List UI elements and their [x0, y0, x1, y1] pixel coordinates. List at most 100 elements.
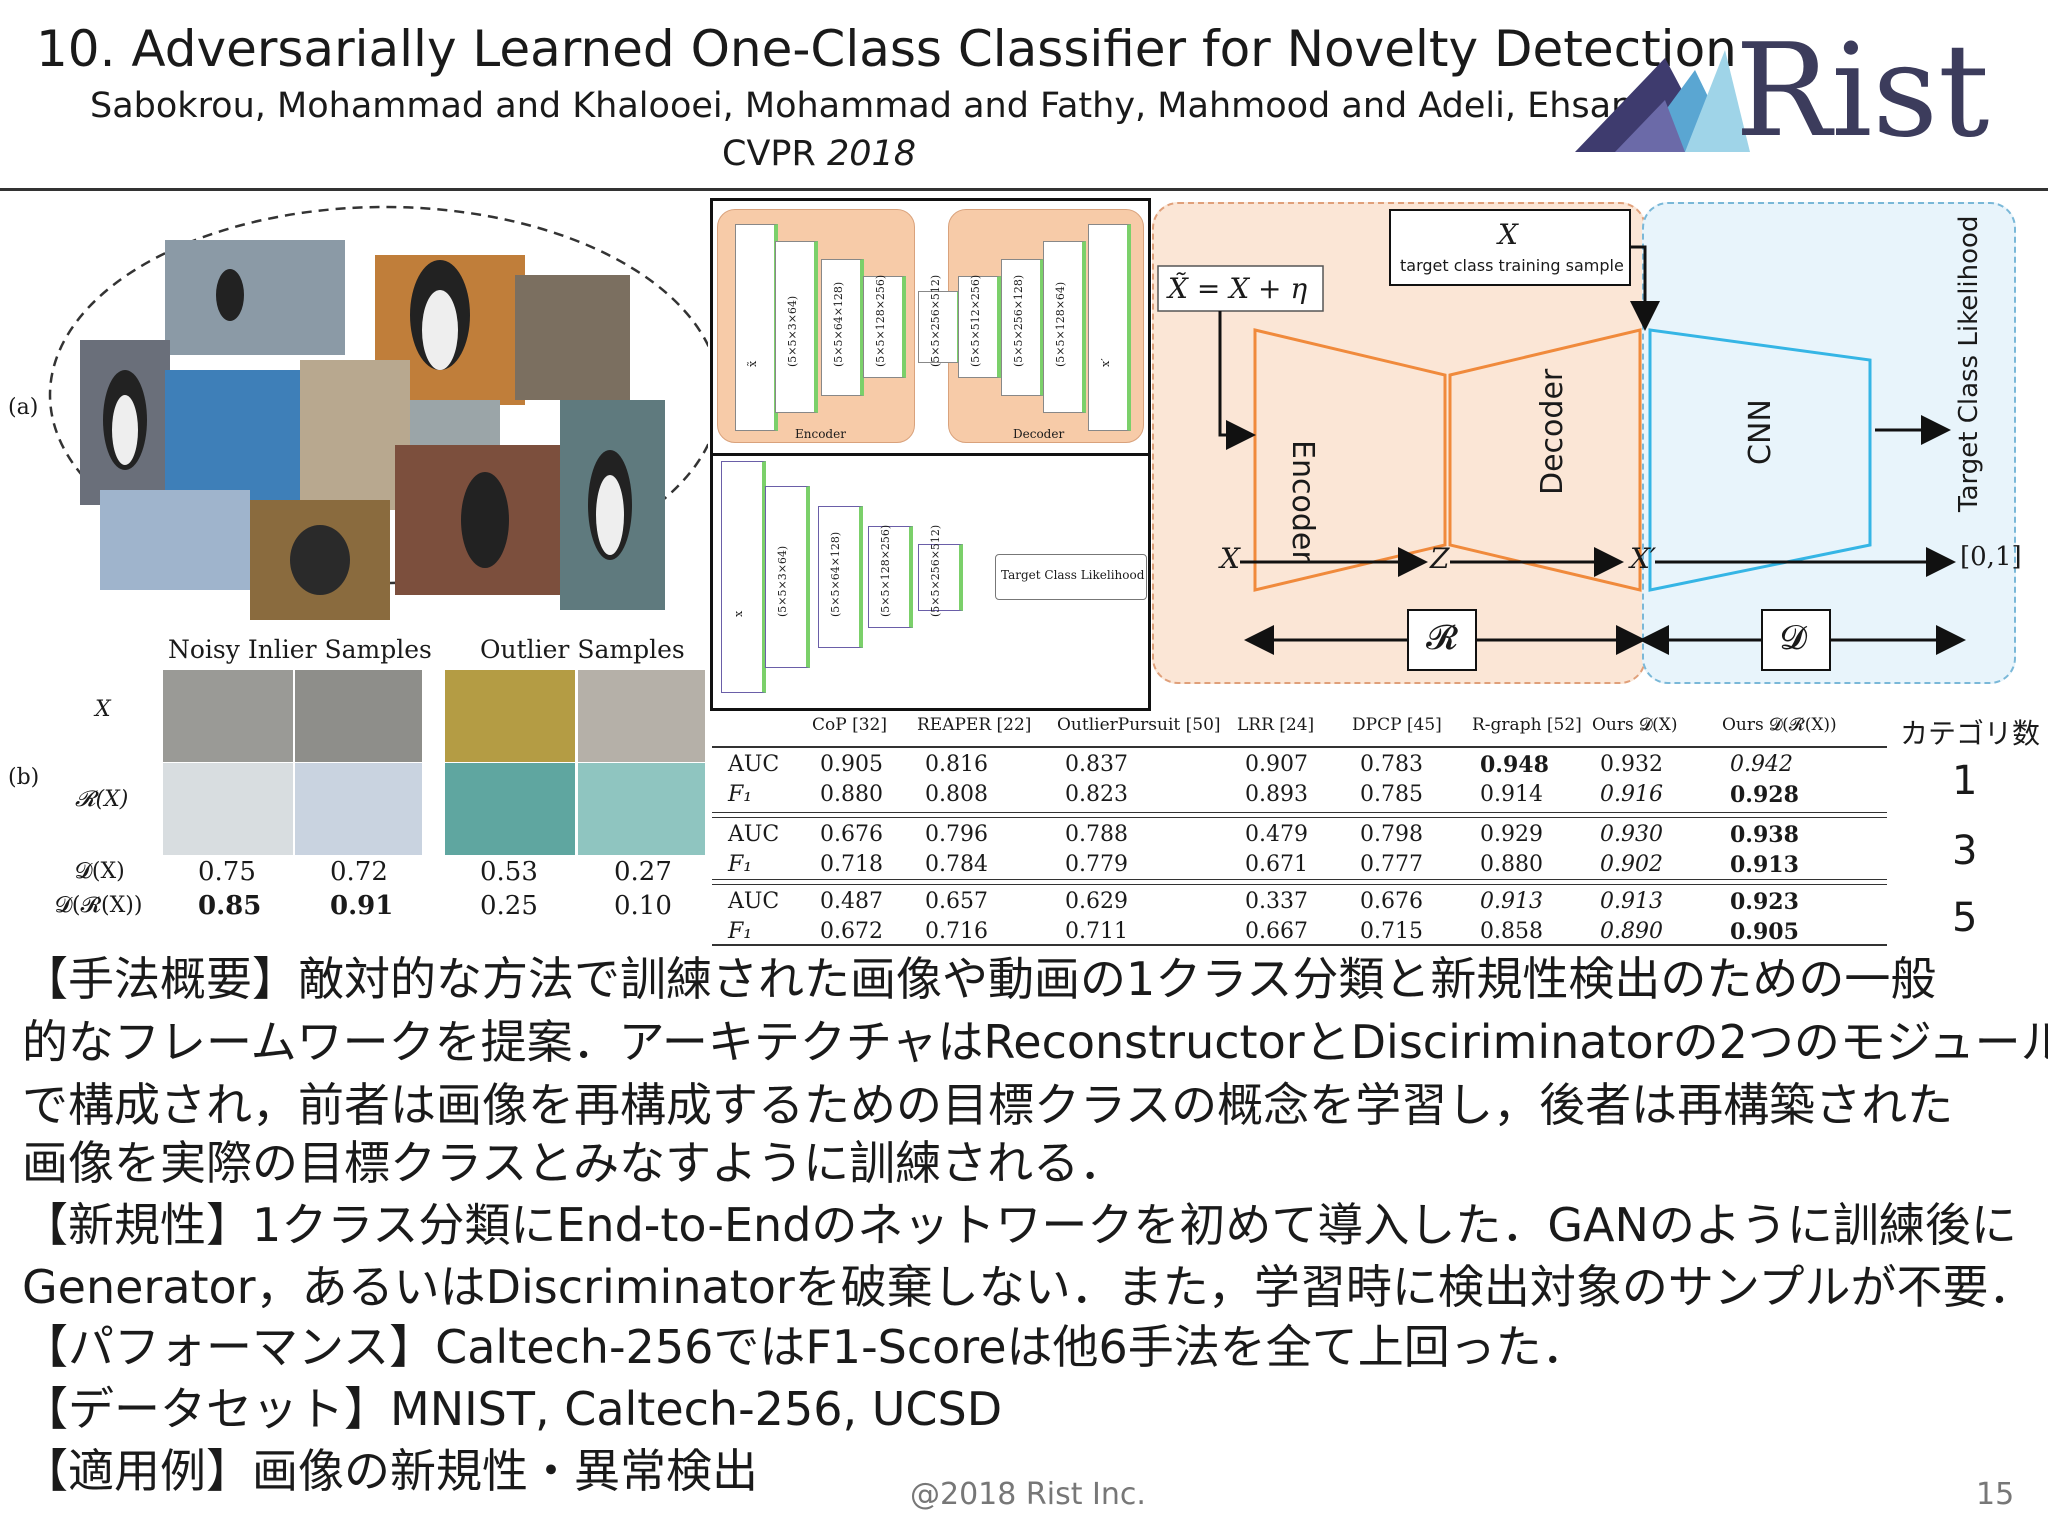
penguin-collage: [48, 205, 708, 620]
noisy-inlier-header: Noisy Inlier Samples: [168, 635, 432, 664]
row-label-rx: 𝓡(X): [75, 787, 129, 812]
table-column-header: REAPER [22]: [917, 715, 1032, 735]
footer-copyright: @2018 Rist Inc.: [910, 1477, 1146, 1512]
table-cell: 0.893: [1245, 782, 1308, 807]
sample-image: [578, 763, 705, 855]
venue: CVPR 2018: [722, 134, 916, 174]
dx-value: 0.72: [330, 857, 388, 887]
table-cell: 0.816: [925, 752, 988, 777]
venue-name: CVPR: [722, 134, 816, 174]
layer-label: (5×5×64×128): [829, 531, 842, 617]
table-cell: 0.913: [1730, 852, 1799, 878]
decoder-label: Decoder: [1535, 368, 1570, 495]
table-cell: 0.715: [1360, 919, 1423, 944]
table-cell: 0.796: [925, 822, 988, 847]
layer-block: x̃: [735, 223, 778, 431]
table-cell: 0.938: [1730, 822, 1799, 848]
body-line: Generator，あるいはDiscriminatorを破棄しない．また，学習時…: [22, 1260, 2035, 1314]
table-cell: 0.932: [1600, 752, 1663, 777]
category-count: 1: [1952, 758, 1978, 804]
layer-label: x: [732, 610, 745, 617]
body-line: で構成され，前者は画像を再構成するための目標クラスの概念を学習し，後者は再構築さ…: [22, 1078, 1954, 1132]
table-cell: 0.337: [1245, 889, 1308, 914]
layer-block: (5×5×128×256): [868, 525, 913, 628]
table-cell: 0.914: [1480, 782, 1543, 807]
body-line: 【データセット】MNIST, Caltech-256, UCSD: [22, 1382, 1003, 1436]
layer-block: (5×5×128×256): [863, 274, 906, 378]
layer-block: (5×5×128×64): [1043, 241, 1086, 413]
figure-left: (a) (b) Noisy Inlier Samples Outlier Sam…: [0, 195, 708, 930]
d-module-label: 𝓓: [1780, 618, 1807, 658]
table-cell: 0.676: [820, 822, 883, 847]
table-cell: 0.798: [1360, 822, 1423, 847]
table-cell: 0.913: [1600, 889, 1663, 914]
table-metric-label: AUC: [728, 889, 780, 914]
table-cell: 0.913: [1480, 889, 1543, 914]
table-cell: 0.880: [820, 782, 883, 807]
body-line: 的なフレームワークを提案．アーキテクチャはReconstructorとDisci…: [22, 1015, 2048, 1069]
body-line: 【新規性】1クラス分類にEnd-to-Endのネットワークを初めて導入した．GA…: [22, 1198, 2017, 1252]
table-cell: 0.905: [820, 752, 883, 777]
row-label-drx: 𝓓(𝓡(X)): [55, 893, 143, 918]
table-cell: 0.783: [1360, 752, 1423, 777]
discriminator-arch-panel: x (5×5×3×64) (5×5×64×128) (5×5×128×256)(5×5…: [710, 453, 1151, 711]
encoder-label: Encoder: [1285, 440, 1320, 563]
drx-value: 0.25: [480, 891, 538, 921]
category-count: 3: [1952, 828, 1978, 874]
layer-label: (5×5×64×128): [832, 281, 845, 367]
table-cell: 0.923: [1730, 889, 1799, 915]
sample-image: [295, 670, 422, 762]
table-rule: [712, 817, 1887, 818]
layer-label: (5×5×256×128): [1012, 274, 1025, 367]
layer-block: (5×5×256×512): [918, 275, 961, 367]
reconstructor-arch-panel: x̃ (5×5×3×64) (5×5×64×128) (5×5×128×256) (5×…: [710, 198, 1151, 459]
table-cell: 0.716: [925, 919, 988, 944]
outlier-header: Outlier Samples: [480, 635, 685, 664]
dx-value: 0.53: [480, 857, 538, 887]
slide-title: 10. Adversarially Learned One-Class Clas…: [36, 20, 1737, 78]
x-prime-label: X′: [1630, 542, 1657, 575]
x-input-label: X: [1220, 542, 1240, 575]
discriminator-region: [1642, 202, 2016, 684]
layer-block: (5×5×3×64): [775, 241, 818, 413]
table-column-header: Ours 𝓓(𝓡(X)): [1722, 715, 1837, 735]
encoder-caption: Encoder: [795, 427, 846, 441]
layer-block: x: [721, 461, 766, 693]
table-column-header: R-graph [52]: [1472, 715, 1582, 735]
sample-image: [445, 763, 575, 855]
layer-block: (5×5×64×128): [821, 258, 864, 396]
table-cell: 0.629: [1065, 889, 1128, 914]
layer-label: (5×5×3×64): [786, 295, 799, 367]
table-rule: [712, 812, 1887, 813]
dx-value: 0.75: [198, 857, 256, 887]
table-cell: 0.667: [1245, 919, 1308, 944]
target-likelihood-label: Target Class Likelihood: [1954, 215, 1984, 512]
table-cell: 0.785: [1360, 782, 1423, 807]
layer-label: (5×5×128×256): [874, 274, 887, 367]
table-cell: 0.487: [820, 889, 883, 914]
layer-block: (5×5×512×256): [958, 275, 1001, 378]
sample-image: [578, 670, 705, 762]
body-line: 【パフォーマンス】Caltech-256ではF1-Scoreは他6手法を全て上回…: [22, 1320, 1588, 1374]
likelihood-label: Target Class Likelihood: [1001, 568, 1145, 582]
layer-label: (5×5×256×512): [929, 274, 942, 367]
noise-equation: X̃ = X + η: [1168, 272, 1308, 305]
label-b: (b): [8, 765, 40, 790]
layer-block: (5×5×64×128): [818, 506, 863, 648]
drx-value: 0.85: [198, 891, 262, 921]
layer-label: (5×5×3×64): [776, 545, 789, 617]
table-cell: 0.479: [1245, 822, 1308, 847]
category-count: 5: [1952, 895, 1978, 941]
table-cell: 0.671: [1245, 852, 1308, 877]
layer-block: (5×5×256×128): [1001, 258, 1044, 396]
layer-block: (5×5×256×512): [918, 525, 963, 617]
table-metric-label: F₁: [728, 919, 753, 944]
layer-label: (5×5×128×64): [1054, 281, 1067, 367]
table-rule: [712, 884, 1887, 885]
z-latent-label: Z: [1430, 542, 1450, 575]
results-table-region: カテゴリ数 CoP [32]REAPER [22]OutlierPursuit …: [712, 710, 2040, 946]
table-cell: 0.823: [1065, 782, 1128, 807]
authors: Sabokrou, Mohammad and Khalooei, Mohamma…: [90, 86, 1634, 126]
body-line: 【手法概要】敵対的な方法で訓練された画像や動画の1クラス分類と新規性検出のための…: [22, 952, 1937, 1006]
table-cell: 0.858: [1480, 919, 1543, 944]
